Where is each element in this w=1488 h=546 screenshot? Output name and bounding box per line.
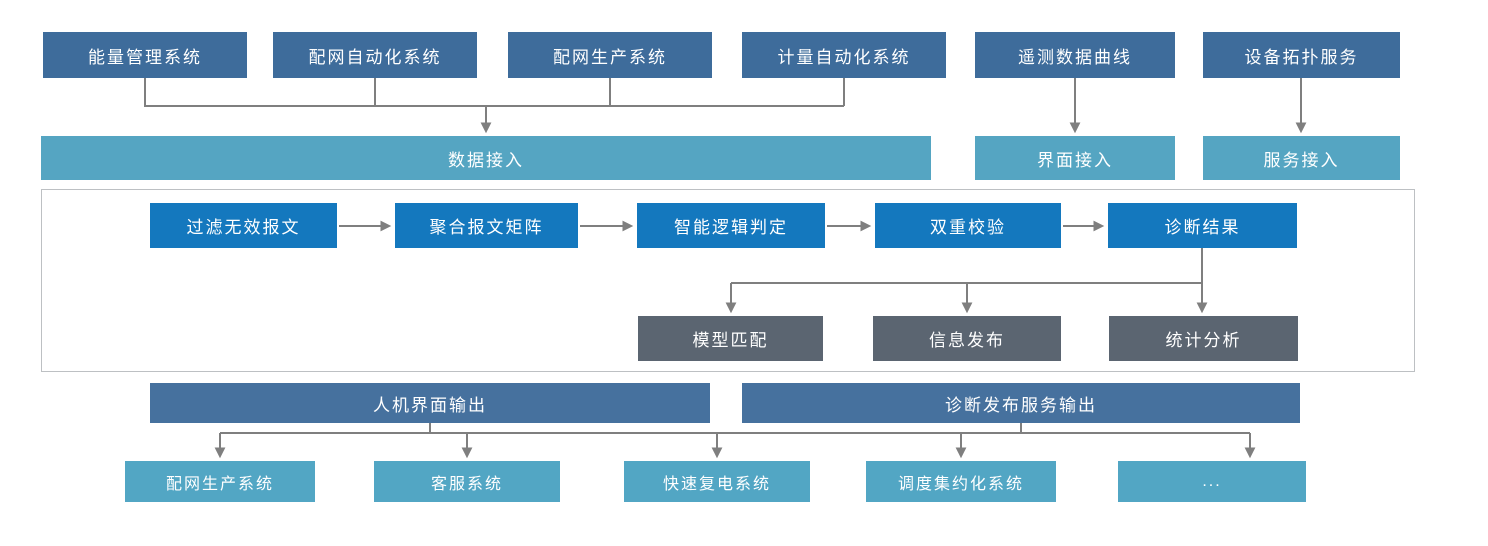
box-filter-invalid-messages: 过滤无效报文	[150, 203, 337, 248]
box-dispatch-intensive-system: 调度集约化系统	[866, 461, 1056, 502]
box-energy-management-system: 能量管理系统	[43, 32, 247, 78]
bar-service-access: 服务接入	[1203, 136, 1400, 180]
bar-ui-access: 界面接入	[975, 136, 1175, 180]
box-distribution-automation-system: 配网自动化系统	[273, 32, 477, 78]
box-info-publishing: 信息发布	[873, 316, 1061, 361]
connector-output-branch	[220, 423, 1250, 434]
box-model-matching: 模型匹配	[638, 316, 823, 361]
box-device-topology-service: 设备拓扑服务	[1203, 32, 1400, 78]
box-diagnosis-result: 诊断结果	[1108, 203, 1297, 248]
processing-frame	[41, 189, 1415, 372]
box-double-verification: 双重校验	[875, 203, 1061, 248]
connector-sources-merge	[144, 78, 845, 107]
bar-diagnosis-publish-output: 诊断发布服务输出	[742, 383, 1300, 423]
box-metering-automation-system: 计量自动化系统	[742, 32, 946, 78]
box-intelligent-logic-judgment: 智能逻辑判定	[637, 203, 825, 248]
box-more-systems: ...	[1118, 461, 1306, 502]
box-aggregate-message-matrix: 聚合报文矩阵	[395, 203, 578, 248]
box-statistical-analysis: 统计分析	[1109, 316, 1298, 361]
box-distribution-production-system: 配网生产系统	[508, 32, 712, 78]
box-target-distribution-production: 配网生产系统	[125, 461, 315, 502]
bar-data-access: 数据接入	[41, 136, 931, 180]
bar-hmi-output: 人机界面输出	[150, 383, 710, 423]
box-telemetry-data-curve: 遥测数据曲线	[975, 32, 1175, 78]
box-customer-service-system: 客服系统	[374, 461, 560, 502]
box-rapid-power-restoration-system: 快速复电系统	[624, 461, 810, 502]
